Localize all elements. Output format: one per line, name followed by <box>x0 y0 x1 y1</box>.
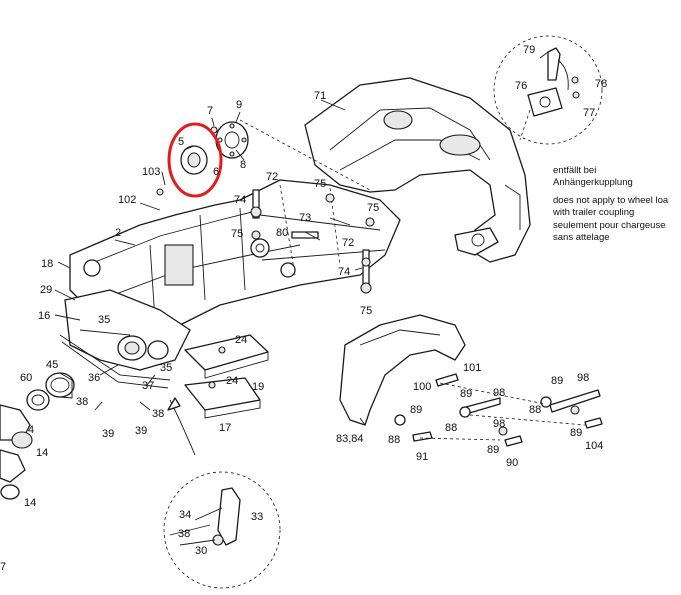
label-45: 45 <box>46 359 58 371</box>
label-38b: 38 <box>152 408 164 420</box>
label-37: 37 <box>142 380 154 392</box>
label-72b: 72 <box>342 237 354 249</box>
label-90: 90 <box>506 457 518 469</box>
label-104: 104 <box>585 440 603 452</box>
label-18: 18 <box>41 258 53 270</box>
assembly-lines <box>239 109 586 441</box>
label-98c: 98 <box>493 418 505 430</box>
label-72a: 72 <box>266 171 278 183</box>
label-16: 16 <box>38 310 50 322</box>
label-73: 73 <box>299 212 311 224</box>
detail-circle-trailer-coupling <box>493 35 603 145</box>
label-80: 80 <box>276 227 288 239</box>
label-89b: 89 <box>551 375 563 387</box>
mudguard-83-84 <box>339 314 466 426</box>
note-de-1: entfällt bei <box>553 165 597 176</box>
label-7b: 7 <box>0 561 6 573</box>
ring-60 <box>26 389 50 411</box>
hose-fittings <box>0 404 33 500</box>
label-17: 17 <box>219 422 231 434</box>
label-5: 5 <box>178 136 184 148</box>
label-74b: 74 <box>338 266 350 278</box>
label-100: 100 <box>413 381 431 393</box>
label-33: 33 <box>251 511 263 523</box>
label-71: 71 <box>314 90 326 102</box>
label-14b: 14 <box>24 497 36 509</box>
label-88c: 88 <box>388 434 400 446</box>
label-9: 9 <box>236 99 242 111</box>
leader-lines <box>54 99 366 426</box>
label-76: 76 <box>515 80 527 92</box>
label-39a: 39 <box>102 428 114 440</box>
label-24b: 24 <box>226 375 238 387</box>
label-88b: 88 <box>529 404 541 416</box>
label-89e: 89 <box>487 444 499 456</box>
label-89c: 89 <box>570 427 582 439</box>
note-fr-2: sans attelage <box>553 232 610 243</box>
label-35b: 35 <box>160 362 172 374</box>
label-75b: 75 <box>367 202 379 214</box>
note-en-1: does not apply to wheel loa <box>553 195 669 206</box>
label-89a: 89 <box>460 388 472 400</box>
label-36: 36 <box>88 372 100 384</box>
label-101: 101 <box>463 362 481 374</box>
label-24a: 24 <box>235 334 247 346</box>
label-79: 79 <box>523 44 535 56</box>
label-7: 7 <box>207 105 213 117</box>
bolt-group-right <box>394 373 603 447</box>
label-98a: 98 <box>493 387 505 399</box>
label-75c: 75 <box>231 228 243 240</box>
rear-body-71 <box>304 77 531 263</box>
label-78: 78 <box>595 78 607 90</box>
label-39b: 39 <box>135 425 147 437</box>
highlight-circle <box>167 122 223 198</box>
label-35a: 35 <box>98 314 110 326</box>
label-88a: 88 <box>445 422 457 434</box>
label-38a: 38 <box>76 396 88 408</box>
flange-8 <box>215 121 249 159</box>
step-17 <box>184 377 261 419</box>
detail-circle-bottom <box>163 471 281 589</box>
label-77: 77 <box>583 107 595 119</box>
label-102: 102 <box>118 194 136 206</box>
label-2: 2 <box>115 227 121 239</box>
label-75d: 75 <box>360 305 372 317</box>
label-30: 30 <box>195 545 207 557</box>
label-8: 8 <box>240 159 246 171</box>
part-labels: 71 79 76 78 77 7 9 5 6 8 103 102 72 74 7… <box>0 44 607 573</box>
label-60: 60 <box>20 372 32 384</box>
detail-pointer-arrow <box>167 397 181 411</box>
label-83-84: 83,84 <box>336 433 364 445</box>
label-6: 6 <box>213 166 219 178</box>
ring-45 <box>45 372 75 399</box>
label-91: 91 <box>416 451 428 463</box>
label-4: 4 <box>28 424 34 436</box>
label-89d: 89 <box>410 404 422 416</box>
label-74a: 74 <box>234 194 246 206</box>
label-75a: 75 <box>314 178 326 190</box>
bushing-5 <box>180 145 208 175</box>
note-de-2: Anhängerkupplung <box>553 177 633 188</box>
label-29: 29 <box>40 284 52 296</box>
label-38c: 38 <box>178 528 190 540</box>
label-14a: 14 <box>36 447 48 459</box>
label-103: 103 <box>142 166 160 178</box>
step-19 <box>184 334 269 379</box>
label-34: 34 <box>179 509 191 521</box>
label-19: 19 <box>252 381 264 393</box>
front-axle-area <box>59 289 191 389</box>
note-fr-1: seulement pour chargeuse <box>553 220 666 231</box>
label-98b: 98 <box>577 372 589 384</box>
note-en-2: with trailer coupling <box>553 207 635 218</box>
